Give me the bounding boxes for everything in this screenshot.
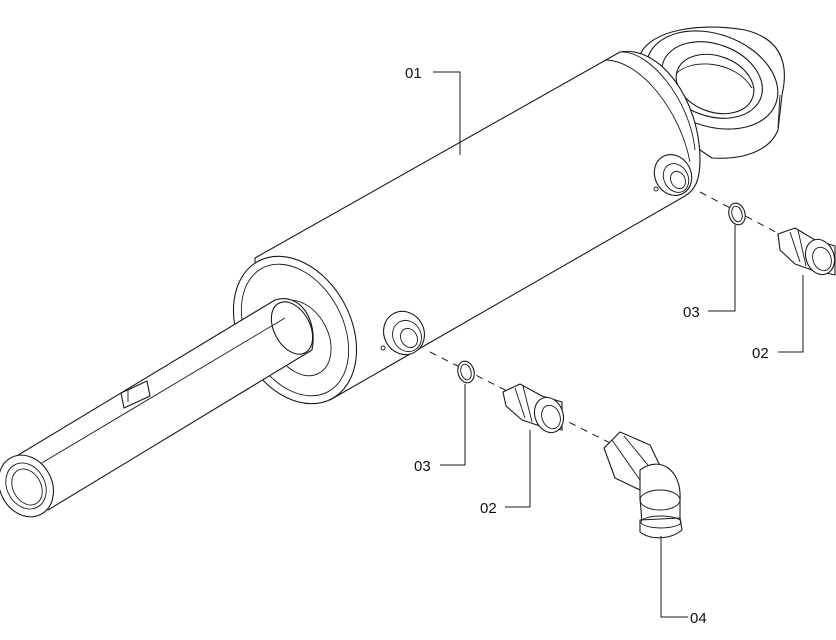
callout-leaders [433,71,804,618]
sealing-ring-rear [728,202,746,226]
callout-label-02-rear: 02 [752,345,769,362]
callout-label-01: 01 [405,65,422,82]
straight-fitting-front [502,383,565,434]
straight-fitting-rear [777,227,836,276]
sealing-ring-front [457,360,475,384]
callout-labels: 01 03 02 03 02 04 [405,65,769,627]
rod-end [0,454,54,518]
callout-label-02-front: 02 [480,500,497,517]
callout-label-03-front: 03 [414,458,431,475]
callout-label-04: 04 [690,610,707,627]
port-boss-rear [653,154,693,196]
callout-label-03-rear: 03 [683,304,700,321]
piston-rod [9,298,314,511]
cylinder-assembly [0,26,785,518]
clevis-eye [639,26,785,159]
port-boss-front [380,310,426,356]
elbow-fitting [603,431,683,539]
